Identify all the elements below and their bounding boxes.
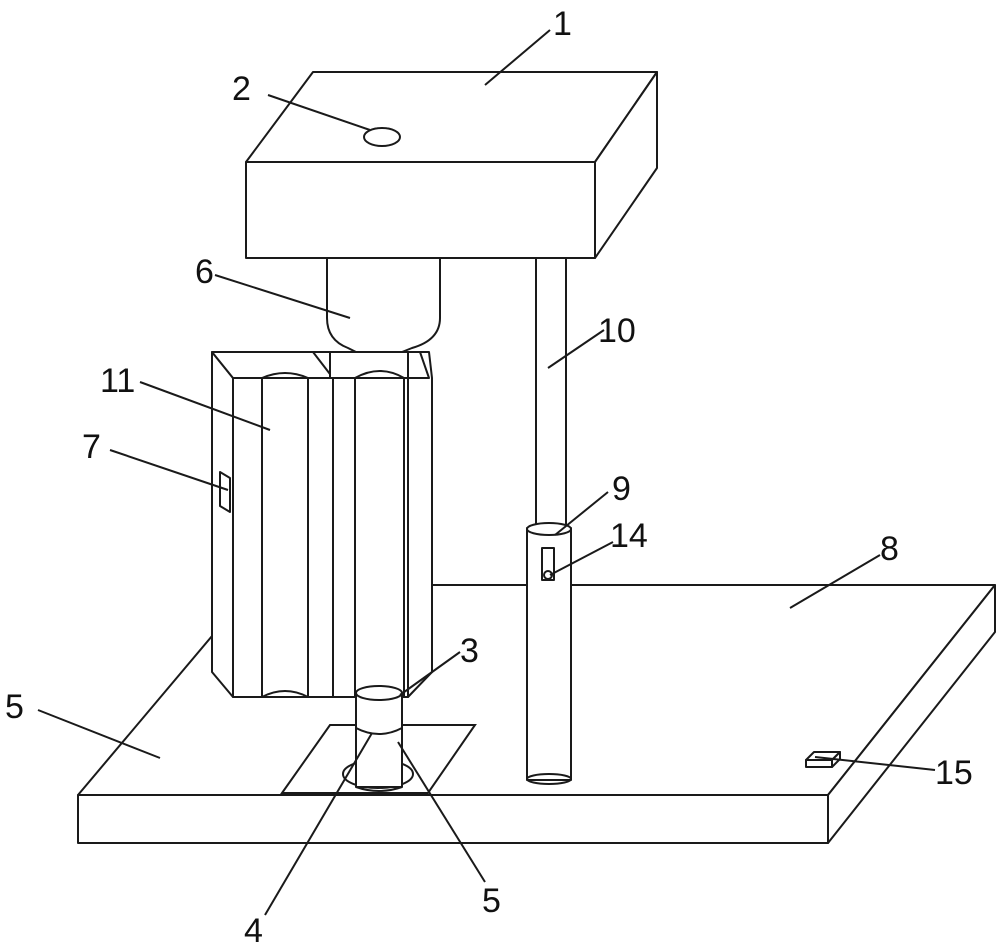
label-6: 6	[195, 253, 214, 291]
label-9: 9	[612, 470, 631, 508]
label-5-left: 5	[5, 688, 24, 726]
label-1: 1	[553, 5, 572, 43]
part-number-labels: 1 2 6 10 11 7 9 14 8 3 5 15 4 5	[5, 5, 973, 949]
label-4: 4	[244, 912, 263, 949]
leader-lines	[37, 29, 936, 916]
guide-column	[526, 257, 572, 785]
punch-ram	[355, 685, 403, 792]
label-7: 7	[82, 428, 101, 466]
label-3: 3	[460, 632, 479, 670]
top-housing	[245, 71, 658, 259]
label-11: 11	[100, 362, 135, 400]
label-8: 8	[880, 530, 899, 568]
label-10: 10	[598, 312, 636, 350]
mold-block	[211, 351, 433, 698]
label-5-bottom: 5	[482, 882, 501, 920]
label-2: 2	[232, 70, 251, 108]
label-15: 15	[935, 754, 973, 792]
label-14: 14	[610, 517, 648, 555]
